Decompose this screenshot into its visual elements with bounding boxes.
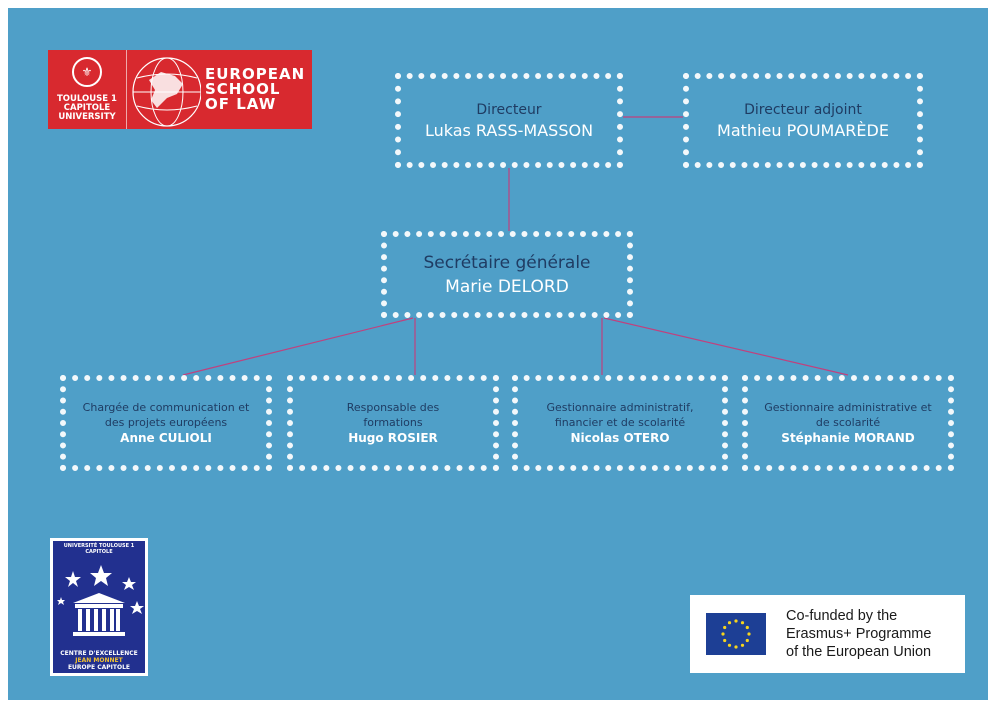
erasmus-text: Co-funded by the Erasmus+ Programme of t…: [786, 607, 931, 661]
school-line-1: EUROPEAN: [205, 65, 306, 83]
connector-lines: [182, 116, 849, 376]
org-chart-canvas: ⚜ TOULOUSE 1 CAPITOLE UNIVERSITY EUROPEA…: [8, 8, 988, 700]
staff-role-line: Gestionnaire administrative et: [764, 400, 932, 414]
eu-flag-icon: [706, 613, 766, 655]
secretary-name: Marie DELORD: [445, 276, 569, 297]
university-seal-icon: ⚜: [72, 57, 102, 87]
erasmus-line-1: Co-funded by the: [786, 608, 898, 624]
staff-name: Hugo ROSIER: [348, 430, 438, 445]
jm-top-line-2: CAPITOLE: [85, 549, 113, 555]
jm-bottom-line-3: EUROPE CAPITOLE: [67, 664, 131, 671]
toulouse-university-mark: ⚜ TOULOUSE 1 CAPITOLE UNIVERSITY: [48, 50, 127, 129]
secretary-general-box: Secrétaire générale Marie DELORD: [381, 231, 633, 318]
staff-box-administratif: Gestionnaire administratif, financier et…: [512, 375, 728, 471]
secretary-role: Secrétaire générale: [423, 252, 591, 273]
deputy-role: Directeur adjoint: [744, 101, 862, 118]
erasmus-line-2: Erasmus+ Programme: [786, 626, 932, 642]
deputy-name: Mathieu POUMARÈDE: [717, 120, 889, 140]
jm-bottom-line-2: JEAN MONNET: [75, 657, 123, 664]
staff-role-line: formations: [363, 415, 423, 429]
staff-role-line: Responsable des: [346, 400, 440, 414]
jm-top-line-1: UNIVERSITÉ TOULOUSE 1: [63, 543, 135, 549]
director-role: Directeur: [476, 101, 542, 118]
staff-role-line: financier et de scolarité: [554, 415, 686, 429]
staff-box-scolarite: Gestionnaire administrative et de scolar…: [742, 375, 954, 471]
staff-role-line: Gestionnaire administratif,: [546, 400, 694, 414]
staff-name: Anne CULIOLI: [120, 430, 212, 445]
columns-building-icon: [73, 593, 125, 636]
school-line-2: SCHOOL: [205, 80, 281, 98]
director-box: Directeur Lukas RASS-MASSON: [395, 73, 623, 168]
university-line-1: TOULOUSE 1: [57, 94, 117, 104]
stars-icon: [57, 565, 144, 636]
jm-bottom-text: CENTRE D'EXCELLENCE JEAN MONNET EUROPE C…: [53, 650, 145, 671]
staff-name: Nicolas OTERO: [570, 430, 670, 445]
staff-box-communication: Chargée de communication et des projets …: [60, 375, 272, 471]
jean-monnet-logo: UNIVERSITÉ TOULOUSE 1 CAPITOLE: [50, 538, 148, 676]
school-name: EUROPEAN SCHOOL OF LAW: [201, 50, 312, 129]
staff-role-line: des projets européens: [104, 415, 228, 429]
globe-icon: [127, 50, 202, 129]
erasmus-cofunded-logo: Co-funded by the Erasmus+ Programme of t…: [690, 595, 965, 673]
deputy-director-box: Directeur adjoint Mathieu POUMARÈDE: [683, 73, 923, 168]
jm-top-text: UNIVERSITÉ TOULOUSE 1 CAPITOLE: [53, 541, 145, 555]
director-name: Lukas RASS-MASSON: [424, 120, 594, 140]
staff-role-line: Chargée de communication et: [82, 400, 250, 414]
connector-secretary-staff-1: [182, 317, 414, 376]
staff-box-formations: Responsable des formations Hugo ROSIER: [287, 375, 499, 471]
jm-bottom-line-1: CENTRE D'EXCELLENCE: [60, 650, 138, 657]
school-line-3: OF LAW: [205, 95, 277, 113]
university-line-3: UNIVERSITY: [58, 112, 116, 122]
staff-name: Stéphanie MORAND: [781, 430, 915, 445]
staff-role-line: de scolarité: [815, 415, 881, 429]
connector-secretary-staff-4: [603, 317, 849, 376]
university-line-2: CAPITOLE: [63, 103, 111, 113]
erasmus-line-3: of the European Union: [786, 644, 932, 660]
european-school-of-law-logo: ⚜ TOULOUSE 1 CAPITOLE UNIVERSITY EUROPEA…: [48, 50, 312, 129]
